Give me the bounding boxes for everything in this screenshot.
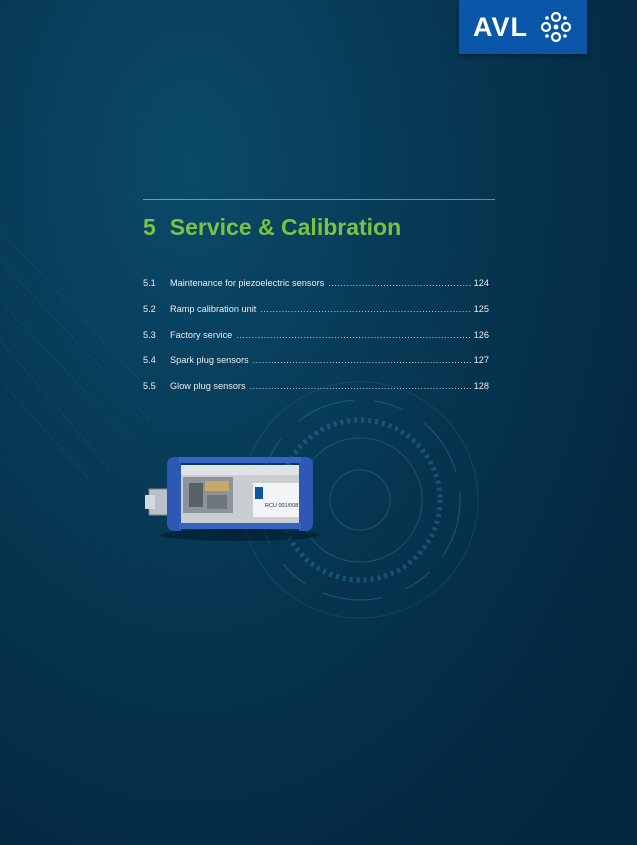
- toc-section-title: Ramp calibration unit: [170, 303, 257, 314]
- toc-section-number: 5.1: [143, 278, 156, 288]
- toc-section-title: Factory service: [170, 329, 233, 340]
- logo-text: AVL: [473, 12, 528, 42]
- avl-logo-mark-icon: [540, 11, 572, 43]
- toc-leader-dots: ........................................…: [249, 381, 472, 392]
- toc-page-number: 127: [473, 355, 489, 366]
- chapter-title: Service & Calibration: [169, 214, 402, 240]
- table-of-contents: 5.1 Maintenance for piezoelectric sensor…: [143, 278, 489, 407]
- toc-section-number: 5.3: [143, 329, 156, 340]
- toc-section-title: Glow plug sensors: [170, 381, 246, 392]
- toc-leader-dots: ........................................…: [260, 303, 471, 314]
- toc-leader-dots: ........................................…: [328, 278, 472, 288]
- toc-section-number: 5.4: [143, 355, 156, 366]
- toc-entry[interactable]: 5.2 Ramp calibration unit ..............…: [143, 304, 489, 330]
- toc-entry[interactable]: 5.5 Glow plug sensors ..................…: [143, 381, 489, 407]
- chapter-divider: [143, 199, 495, 200]
- toc-section-number: 5.5: [143, 381, 156, 392]
- toc-entry[interactable]: 5.4 Spark plug sensors .................…: [143, 355, 489, 381]
- chapter-number: 5: [143, 214, 156, 240]
- toc-section-title: Maintenance for piezoelectric sensors: [170, 278, 325, 288]
- toc-entry[interactable]: 5.1 Maintenance for piezoelectric sensor…: [143, 278, 489, 304]
- calibration-unit-image: RCU 001/008: [145, 457, 320, 541]
- toc-entry[interactable]: 5.3 Factory service ....................…: [143, 330, 489, 356]
- device-label: RCU 001/008: [265, 503, 298, 509]
- toc-page-number: 128: [473, 381, 489, 392]
- chapter-heading: 5 Service & Calibration: [143, 214, 401, 241]
- toc-leader-dots: ........................................…: [252, 355, 472, 366]
- toc-section-number: 5.2: [143, 303, 156, 314]
- toc-page-number: 125: [473, 303, 489, 314]
- toc-section-title: Spark plug sensors: [170, 355, 249, 366]
- toc-page-number: 126: [473, 329, 489, 340]
- toc-leader-dots: ........................................…: [236, 329, 472, 340]
- avl-logo: AVL: [459, 0, 587, 54]
- toc-page-number: 124: [473, 278, 489, 288]
